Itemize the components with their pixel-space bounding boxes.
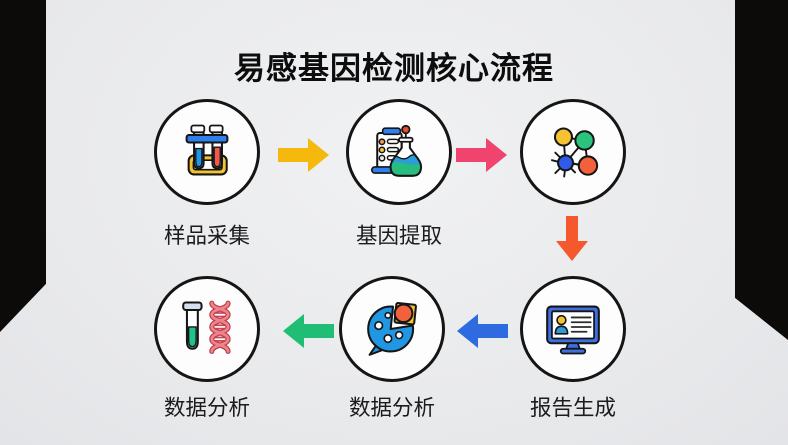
label-gene-extraction: 基因提取 bbox=[355, 224, 442, 249]
flow-arrow-4-left bbox=[457, 314, 508, 348]
black-mask-left bbox=[0, 0, 46, 332]
step-sample-collection bbox=[154, 99, 260, 205]
flow-arrow-3-down bbox=[556, 216, 588, 261]
label-sample-collection: 样品采集 bbox=[163, 224, 250, 249]
label-data-analysis-dna: 数据分析 bbox=[163, 396, 250, 421]
chat-pie-chart-icon bbox=[367, 302, 417, 356]
label-data-analysis-chart: 数据分析 bbox=[348, 396, 435, 421]
step-gene-extraction bbox=[346, 99, 452, 205]
black-mask-right bbox=[735, 0, 788, 340]
step-data-analysis-dna bbox=[154, 276, 260, 382]
flow-arrow-5-left bbox=[283, 314, 334, 348]
flow-arrow-1-right bbox=[278, 138, 329, 172]
test-tube-rack-icon bbox=[185, 124, 229, 176]
step-molecule-network bbox=[520, 99, 626, 205]
monitor-report-icon bbox=[546, 305, 600, 355]
step-data-analysis-chart bbox=[339, 276, 445, 382]
clipboard-flask-icon bbox=[370, 124, 423, 177]
step-report-generation bbox=[520, 276, 626, 382]
molecule-network-icon bbox=[550, 127, 599, 178]
flow-arrow-2-right bbox=[456, 138, 507, 172]
label-report-generation: 报告生成 bbox=[529, 396, 616, 421]
page-title: 易感基因检测核心流程 bbox=[234, 50, 554, 87]
dna-test-tube-icon bbox=[182, 300, 231, 354]
